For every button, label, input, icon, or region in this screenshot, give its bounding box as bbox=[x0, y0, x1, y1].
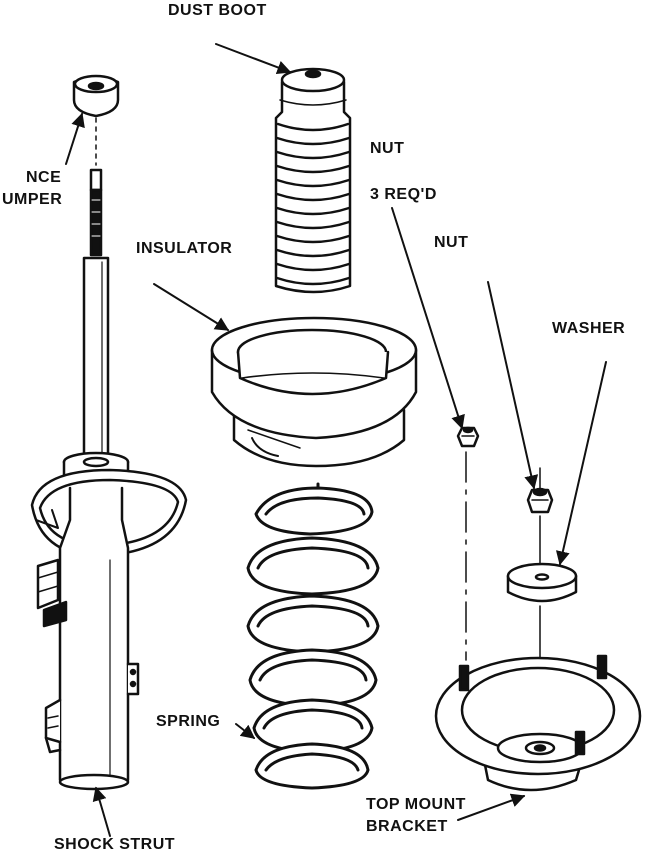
coil-spring bbox=[246, 482, 380, 790]
leader-bumper bbox=[65, 112, 85, 165]
nut-center bbox=[526, 467, 554, 567]
insulator bbox=[210, 316, 418, 468]
label-top-mount-2: BRACKET bbox=[366, 818, 448, 835]
nut-small bbox=[456, 426, 480, 661]
shock-strut bbox=[30, 168, 188, 791]
leader-dust-boot bbox=[215, 43, 292, 75]
top-mount-bracket bbox=[434, 654, 642, 792]
leader-nut-3reqd bbox=[391, 207, 465, 430]
leader-nut-center bbox=[487, 281, 539, 490]
label-bounce-bumper-1: NCE bbox=[26, 169, 62, 186]
leader-lines bbox=[65, 43, 607, 837]
label-nut-3-reqd: 3 REQ'D bbox=[370, 186, 437, 203]
label-nut-mid: NUT bbox=[434, 234, 469, 251]
label-shock-strut: SHOCK STRUT bbox=[54, 836, 176, 853]
label-dust-boot: DUST BOOT bbox=[168, 2, 267, 19]
leader-shock-strut bbox=[92, 786, 111, 837]
bounce-bumper bbox=[72, 74, 120, 166]
leader-top-mount bbox=[457, 793, 526, 821]
label-top-mount-1: TOP MOUNT bbox=[366, 796, 466, 813]
label-washer: WASHER bbox=[552, 320, 626, 337]
leader-insulator bbox=[153, 283, 230, 331]
leader-spring bbox=[235, 723, 256, 739]
label-insulator: INSULATOR bbox=[136, 240, 233, 257]
label-nut-top: NUT bbox=[370, 140, 405, 157]
dust-boot bbox=[274, 67, 352, 294]
label-spring: SPRING bbox=[156, 713, 221, 730]
leader-washer bbox=[555, 361, 607, 566]
label-bounce-bumper-2: UMPER bbox=[2, 191, 63, 208]
